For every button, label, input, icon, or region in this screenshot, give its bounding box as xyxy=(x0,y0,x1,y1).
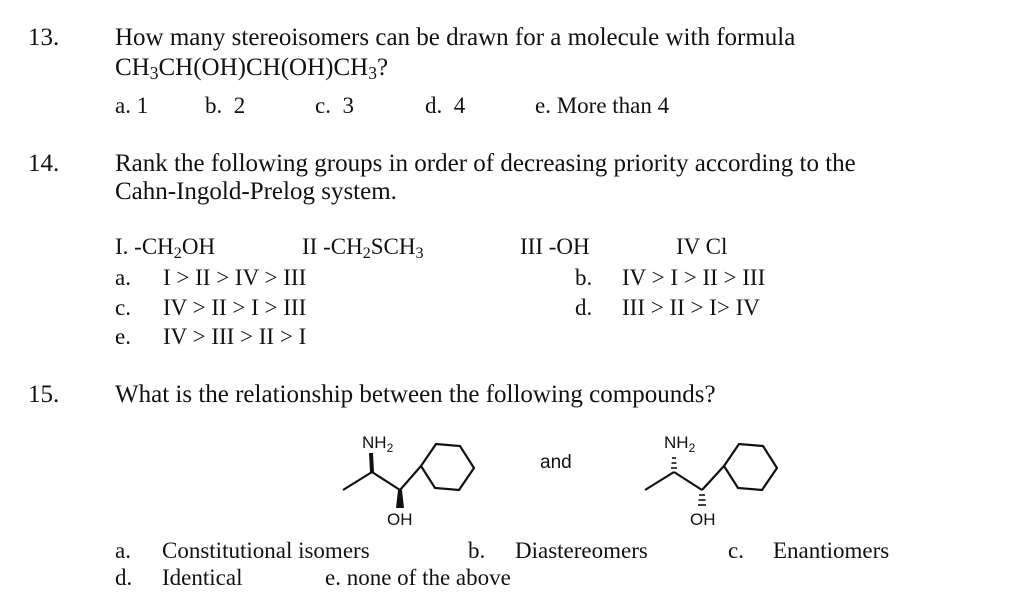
left-oh-label: OH xyxy=(387,510,413,529)
q14-text-line1: Rank the following groups in order of de… xyxy=(115,150,856,177)
q15-text: What is the relationship between the fol… xyxy=(115,381,716,408)
q14-option-a-letter[interactable]: a. xyxy=(115,265,131,290)
q13-option-a[interactable]: a. 1 xyxy=(115,93,149,118)
q13-option-c[interactable]: c. 3 xyxy=(315,93,354,118)
left-nh2-label: NH2 xyxy=(362,433,394,455)
q14-option-e[interactable]: IV > III > II > I xyxy=(163,324,307,349)
q14-group-1: I. -CH2OH xyxy=(115,234,216,262)
right-molecule xyxy=(644,442,779,492)
q15-option-a-letter[interactable]: a. xyxy=(115,538,131,563)
q14-group-3: III -OH xyxy=(520,234,590,259)
left-wedge-bottom xyxy=(396,490,404,508)
q15-number: 15. xyxy=(28,381,60,408)
right-oh-label: OH xyxy=(690,510,716,529)
q15-option-c-letter[interactable]: c. xyxy=(728,538,744,563)
q13-option-e[interactable]: e. More than 4 xyxy=(535,93,670,118)
q14-option-e-letter[interactable]: e. xyxy=(115,324,131,349)
right-hash-top xyxy=(671,457,677,469)
left-wedge-top xyxy=(369,453,374,472)
q14-option-a[interactable]: I > II > IV > III xyxy=(163,265,307,290)
q14-option-c[interactable]: IV > II > I > III xyxy=(163,295,307,320)
q15-option-a[interactable]: Constitutional isomers xyxy=(162,538,370,563)
q15-option-e[interactable]: e. none of the above xyxy=(325,565,511,590)
q13-number: 13. xyxy=(28,24,60,51)
q13-text: How many stereoisomers can be drawn for … xyxy=(115,24,796,51)
q14-option-b[interactable]: IV > I > II > III xyxy=(622,265,766,290)
q13-option-b[interactable]: b. 2 xyxy=(205,93,246,118)
q14-option-b-letter[interactable]: b. xyxy=(575,265,593,290)
and-label: and xyxy=(540,452,572,473)
q15-option-d-letter[interactable]: d. xyxy=(115,565,133,590)
q14-option-d[interactable]: III > II > I> IV xyxy=(622,295,760,320)
left-molecule xyxy=(342,442,476,492)
q14-number: 14. xyxy=(28,150,60,177)
q15-option-d[interactable]: Identical xyxy=(162,565,243,590)
q15-option-b[interactable]: Diastereomers xyxy=(515,538,648,563)
right-hash-bottom xyxy=(698,494,706,506)
q14-option-c-letter[interactable]: c. xyxy=(115,295,131,320)
q14-group-2: II -CH2SCH3 xyxy=(302,234,424,262)
q13-option-d[interactable]: d. 4 xyxy=(425,93,466,118)
q15-option-c[interactable]: Enantiomers xyxy=(773,538,890,563)
q14-option-d-letter[interactable]: d. xyxy=(575,295,593,320)
q14-group-4: IV Cl xyxy=(676,234,728,259)
q13-formula: CH3CH(OH)CH(OH)CH3? xyxy=(115,54,389,83)
q14-text-line2: Cahn-Ingold-Prelog system. xyxy=(115,178,397,205)
q15-option-b-letter[interactable]: b. xyxy=(468,538,486,563)
right-nh2-label: NH2 xyxy=(664,433,696,455)
